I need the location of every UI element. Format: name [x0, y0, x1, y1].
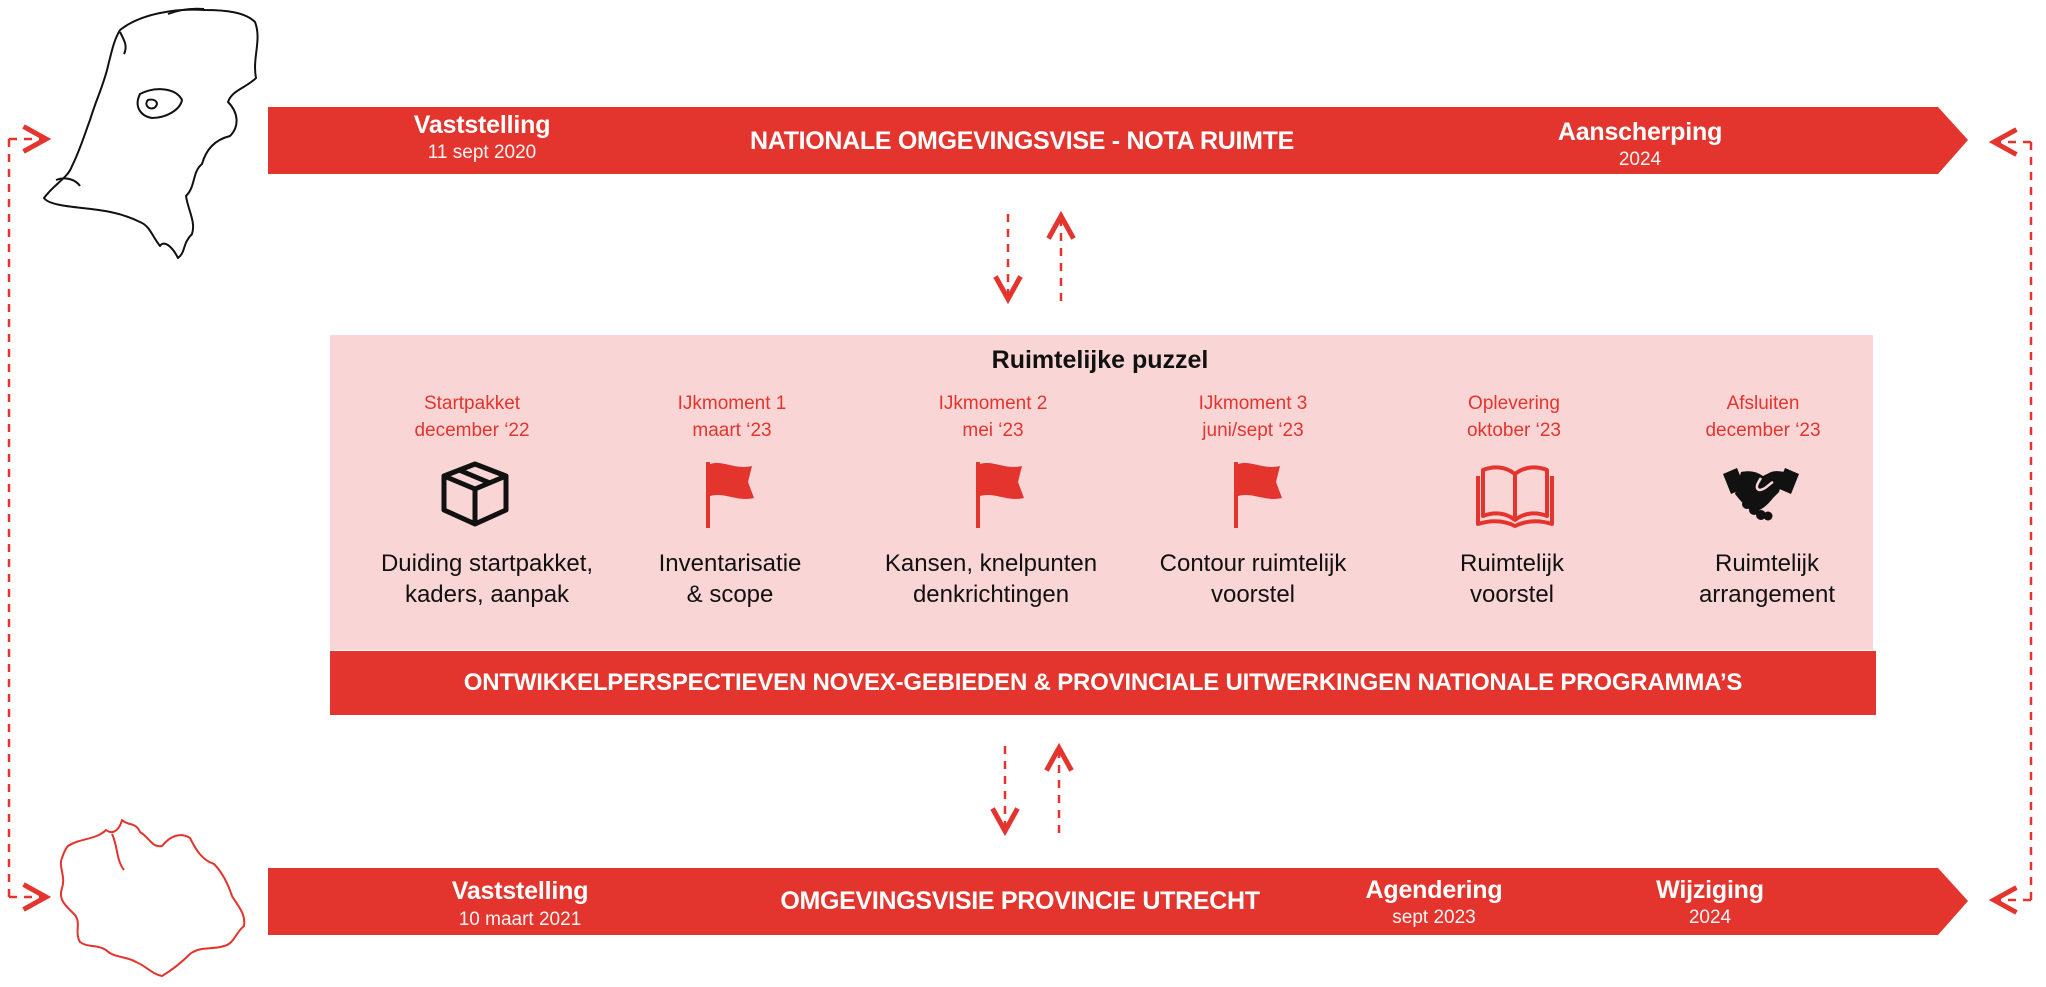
milestone-date: oktober ‘23: [1466, 420, 1562, 441]
handshake-icon: [1721, 458, 1801, 530]
milestone-afsluiten-header: Afsluiten december ‘23: [1705, 390, 1820, 444]
book-icon: [1475, 458, 1555, 530]
milestone-ijkmoment3-description: Contour ruimtelijk voorstel: [1160, 548, 1347, 610]
milestone-title: IJkmoment 1: [677, 393, 787, 414]
milestone-startpakket-description: Duiding startpakket, kaders, aanpak: [381, 548, 593, 610]
description-line: kaders, aanpak: [404, 581, 570, 608]
left-feedback-loop: [7, 139, 46, 897]
description-line: Inventarisatie: [658, 550, 802, 577]
national-left-date: 11 sept 2020: [427, 142, 537, 163]
box-icon: [435, 458, 515, 530]
provincial-right-label: Wijziging: [1656, 876, 1764, 904]
description-line: arrangement: [1698, 581, 1836, 608]
national-left-label: Vaststelling: [413, 111, 551, 139]
milestone-date: maart ‘23: [692, 420, 772, 441]
milestone-ijkmoment2-description: Kansen, knelpunten denkrichtingen: [885, 548, 1097, 610]
description-line: Duiding startpakket,: [380, 550, 594, 577]
milestone-ijkmoment2-header: IJkmoment 2 mei ‘23: [939, 390, 1048, 444]
milestone-ijkmoment1-header: IJkmoment 1 maart ‘23: [678, 390, 787, 444]
description-line: & scope: [686, 581, 774, 608]
description-line: voorstel: [1210, 581, 1296, 608]
provincial-mid-date: sept 2023: [1392, 907, 1476, 928]
milestone-title: Oplevering: [1468, 393, 1560, 414]
national-right-label: Aanscherping: [1557, 118, 1723, 146]
provincial-mid-label: Agendering: [1365, 876, 1503, 904]
right-feedback-loop: [1994, 142, 2033, 900]
milestone-title: IJkmoment 3: [1198, 393, 1308, 414]
description-line: Kansen, knelpunten: [884, 550, 1098, 577]
milestone-oplevering-header: Oplevering oktober ‘23: [1467, 390, 1561, 444]
national-right-date: 2024: [1618, 149, 1662, 170]
national-timeline-bar: [268, 107, 1968, 174]
provincial-left-date: 10 maart 2021: [458, 909, 582, 930]
description-line: Ruimtelijk: [1714, 550, 1820, 577]
development-perspectives-bar: ONTWIKKELPERSPECTIEVEN NOVEX-GEBIEDEN & …: [330, 651, 1876, 715]
milestone-title: Afsluiten: [1726, 393, 1800, 414]
description-line: denkrichtingen: [912, 581, 1070, 608]
top-connector-arrows: [1008, 214, 1061, 301]
description-line: Contour ruimtelijk: [1159, 550, 1347, 577]
milestone-startpakket-header: Startpakket december ‘22: [414, 390, 529, 444]
description-line: Ruimtelijk: [1459, 550, 1565, 577]
provincial-title: OMGEVINGSVISIE PROVINCIE UTRECHT: [780, 887, 1260, 915]
flag-icon: [1218, 458, 1298, 530]
milestone-ijkmoment3-header: IJkmoment 3 juni/sept ‘23: [1199, 390, 1308, 444]
utrecht-province-map-icon: [59, 819, 246, 977]
provincial-timeline-bar: [268, 868, 1968, 935]
provincial-left-label: Vaststelling: [451, 877, 589, 905]
milestone-date: december ‘22: [414, 420, 530, 441]
national-title: NATIONALE OMGEVINGSVISE - NOTA RUIMTE: [749, 127, 1295, 155]
flag-icon: [690, 458, 770, 530]
milestone-date: juni/sept ‘23: [1202, 420, 1304, 441]
flag-icon: [960, 458, 1040, 530]
milestone-afsluiten-description: Ruimtelijk arrangement: [1699, 548, 1835, 610]
description-line: voorstel: [1469, 581, 1555, 608]
milestone-ijkmoment1-description: Inventarisatie & scope: [659, 548, 802, 610]
provincial-right-date: 2024: [1688, 907, 1732, 928]
bottom-connector-arrows: [1005, 746, 1059, 833]
puzzle-title: Ruimtelijke puzzel: [991, 346, 1209, 374]
netherlands-map-icon: [43, 7, 259, 259]
milestone-title: IJkmoment 2: [938, 393, 1048, 414]
milestone-title: Startpakket: [423, 393, 521, 414]
puzzle-panel: [330, 335, 1873, 650]
milestone-date: december ‘23: [1705, 420, 1821, 441]
milestone-date: mei ‘23: [962, 420, 1024, 441]
milestone-oplevering-description: Ruimtelijk voorstel: [1460, 548, 1564, 610]
